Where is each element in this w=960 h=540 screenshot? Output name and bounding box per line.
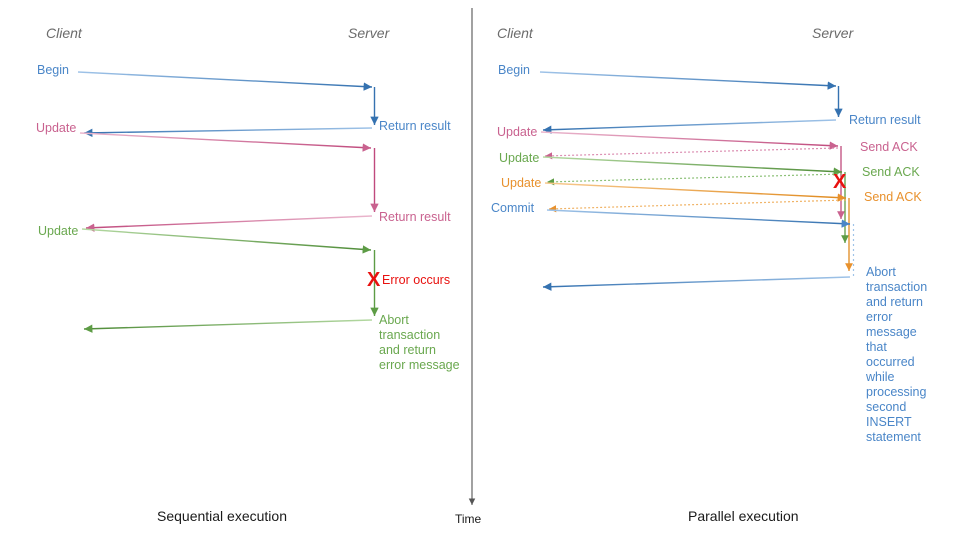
parallel-label-send-ack-1: Send ACK bbox=[860, 140, 918, 154]
parallel-label-abort-message: Abort transaction and return error messa… bbox=[866, 265, 928, 444]
p-arrow-ack-1 bbox=[544, 147, 839, 160]
parallel-error-x-icon: X bbox=[833, 171, 847, 193]
parallel-panel-arrows bbox=[539, 71, 855, 291]
p-arrow-return-result bbox=[542, 119, 837, 134]
arrow-return-result-2 bbox=[85, 215, 373, 232]
sequential-server-lane-title: Server bbox=[348, 25, 390, 41]
p-arrow-ack-3 bbox=[548, 199, 847, 213]
sequential-label-begin: Begin bbox=[37, 63, 69, 77]
parallel-client-lane-title: Client bbox=[497, 25, 533, 41]
parallel-label-send-ack-2: Send ACK bbox=[862, 165, 920, 179]
p-arrow-update-3-request bbox=[544, 182, 847, 202]
sequential-label-return-result-1: Return result bbox=[379, 119, 451, 133]
sequential-error-x-icon: X bbox=[367, 269, 381, 291]
parallel-label-return-result: Return result bbox=[849, 113, 921, 127]
parallel-server-lane-title: Server bbox=[812, 25, 854, 41]
parallel-label-commit: Commit bbox=[491, 201, 535, 215]
sequential-panel-arrows bbox=[77, 71, 379, 333]
parallel-label-begin: Begin bbox=[498, 63, 530, 77]
p-arrow-ack-2 bbox=[546, 173, 843, 186]
p-arrow-update-1-request bbox=[540, 131, 839, 150]
sequential-label-return-result-2: Return result bbox=[379, 210, 451, 224]
sequential-label-update-2: Update bbox=[38, 224, 79, 238]
parallel-label-update-2: Update bbox=[499, 151, 540, 165]
p-arrow-abort-response bbox=[542, 276, 851, 291]
time-axis-label: Time bbox=[455, 512, 482, 526]
parallel-panel-caption: Parallel execution bbox=[688, 508, 799, 524]
p-arrow-begin-request bbox=[539, 71, 837, 90]
parallel-label-update-3: Update bbox=[501, 176, 542, 190]
sequential-client-lane-title: Client bbox=[46, 25, 82, 41]
arrow-abort-sequential bbox=[83, 319, 373, 333]
sequential-label-update-1: Update bbox=[36, 121, 77, 135]
p-arrow-commit-request bbox=[546, 209, 851, 228]
p-arrow-update-2-request bbox=[542, 156, 843, 176]
arrow-return-result-1 bbox=[83, 127, 373, 138]
arrow-update-2-request bbox=[81, 228, 372, 254]
sequential-label-abort-message: Abort transaction and return error messa… bbox=[379, 313, 460, 372]
arrow-begin-request bbox=[77, 71, 373, 91]
arrow-update-1-request bbox=[79, 132, 372, 152]
parallel-label-send-ack-3: Send ACK bbox=[864, 190, 922, 204]
sequential-label-error-occurs: Error occurs bbox=[382, 273, 451, 287]
parallel-label-update-1: Update bbox=[497, 125, 538, 139]
sequential-panel-caption: Sequential execution bbox=[157, 508, 287, 524]
